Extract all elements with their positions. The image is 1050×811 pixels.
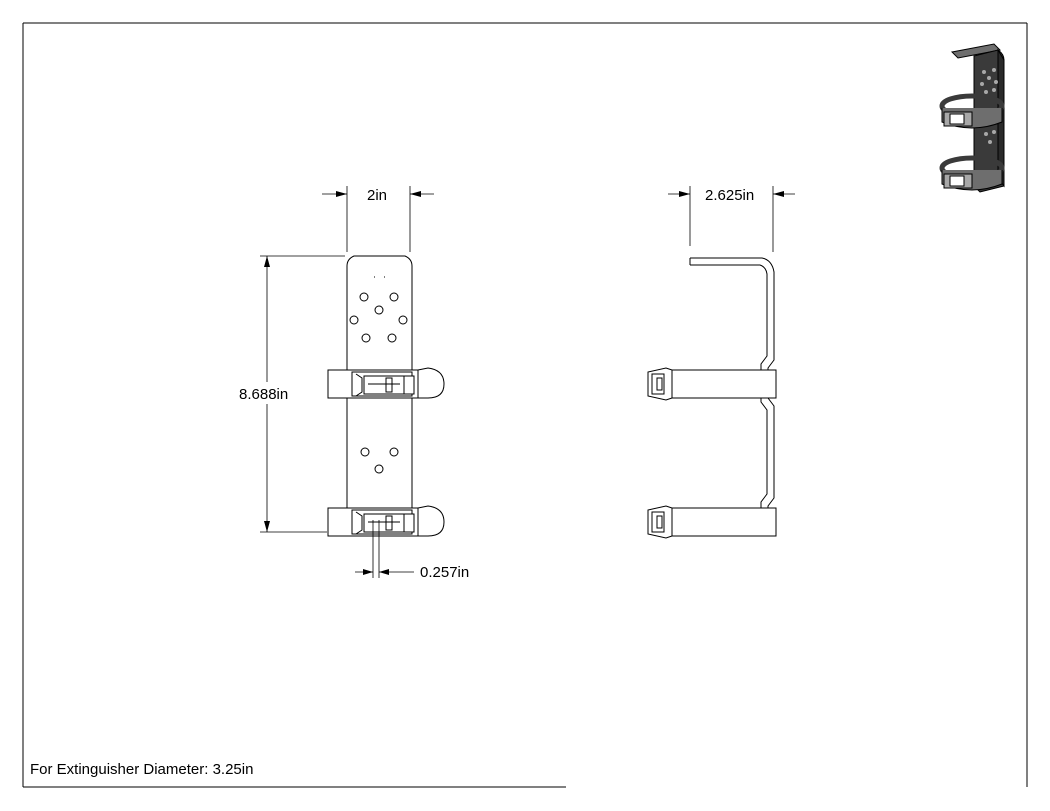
front-upper-strap: [327, 367, 445, 399]
extinguisher-diameter-note: For Extinguisher Diameter: 3.25in: [30, 761, 254, 778]
dimension-width-label: 2in: [367, 187, 387, 204]
dimension-width: [322, 186, 434, 252]
dimension-depth: [668, 186, 795, 252]
dimension-depth-label: 2.625in: [705, 187, 754, 204]
isometric-view: [939, 43, 1005, 193]
dimension-height-label: 8.688in: [239, 386, 288, 403]
mounting-holes-lower: [360, 447, 399, 474]
mounting-holes-upper: [349, 292, 408, 343]
side-upper-strap: [647, 367, 777, 401]
front-lower-strap: [327, 505, 445, 537]
drawing-border: [22, 22, 1028, 788]
side-view: [647, 257, 777, 539]
side-lower-strap: [647, 505, 777, 539]
front-view: [327, 255, 445, 537]
dimension-height: [260, 255, 345, 533]
side-view-bracket: [689, 257, 775, 537]
dimension-slot-label: 0.257in: [420, 564, 469, 581]
dimension-slot: [355, 520, 414, 578]
